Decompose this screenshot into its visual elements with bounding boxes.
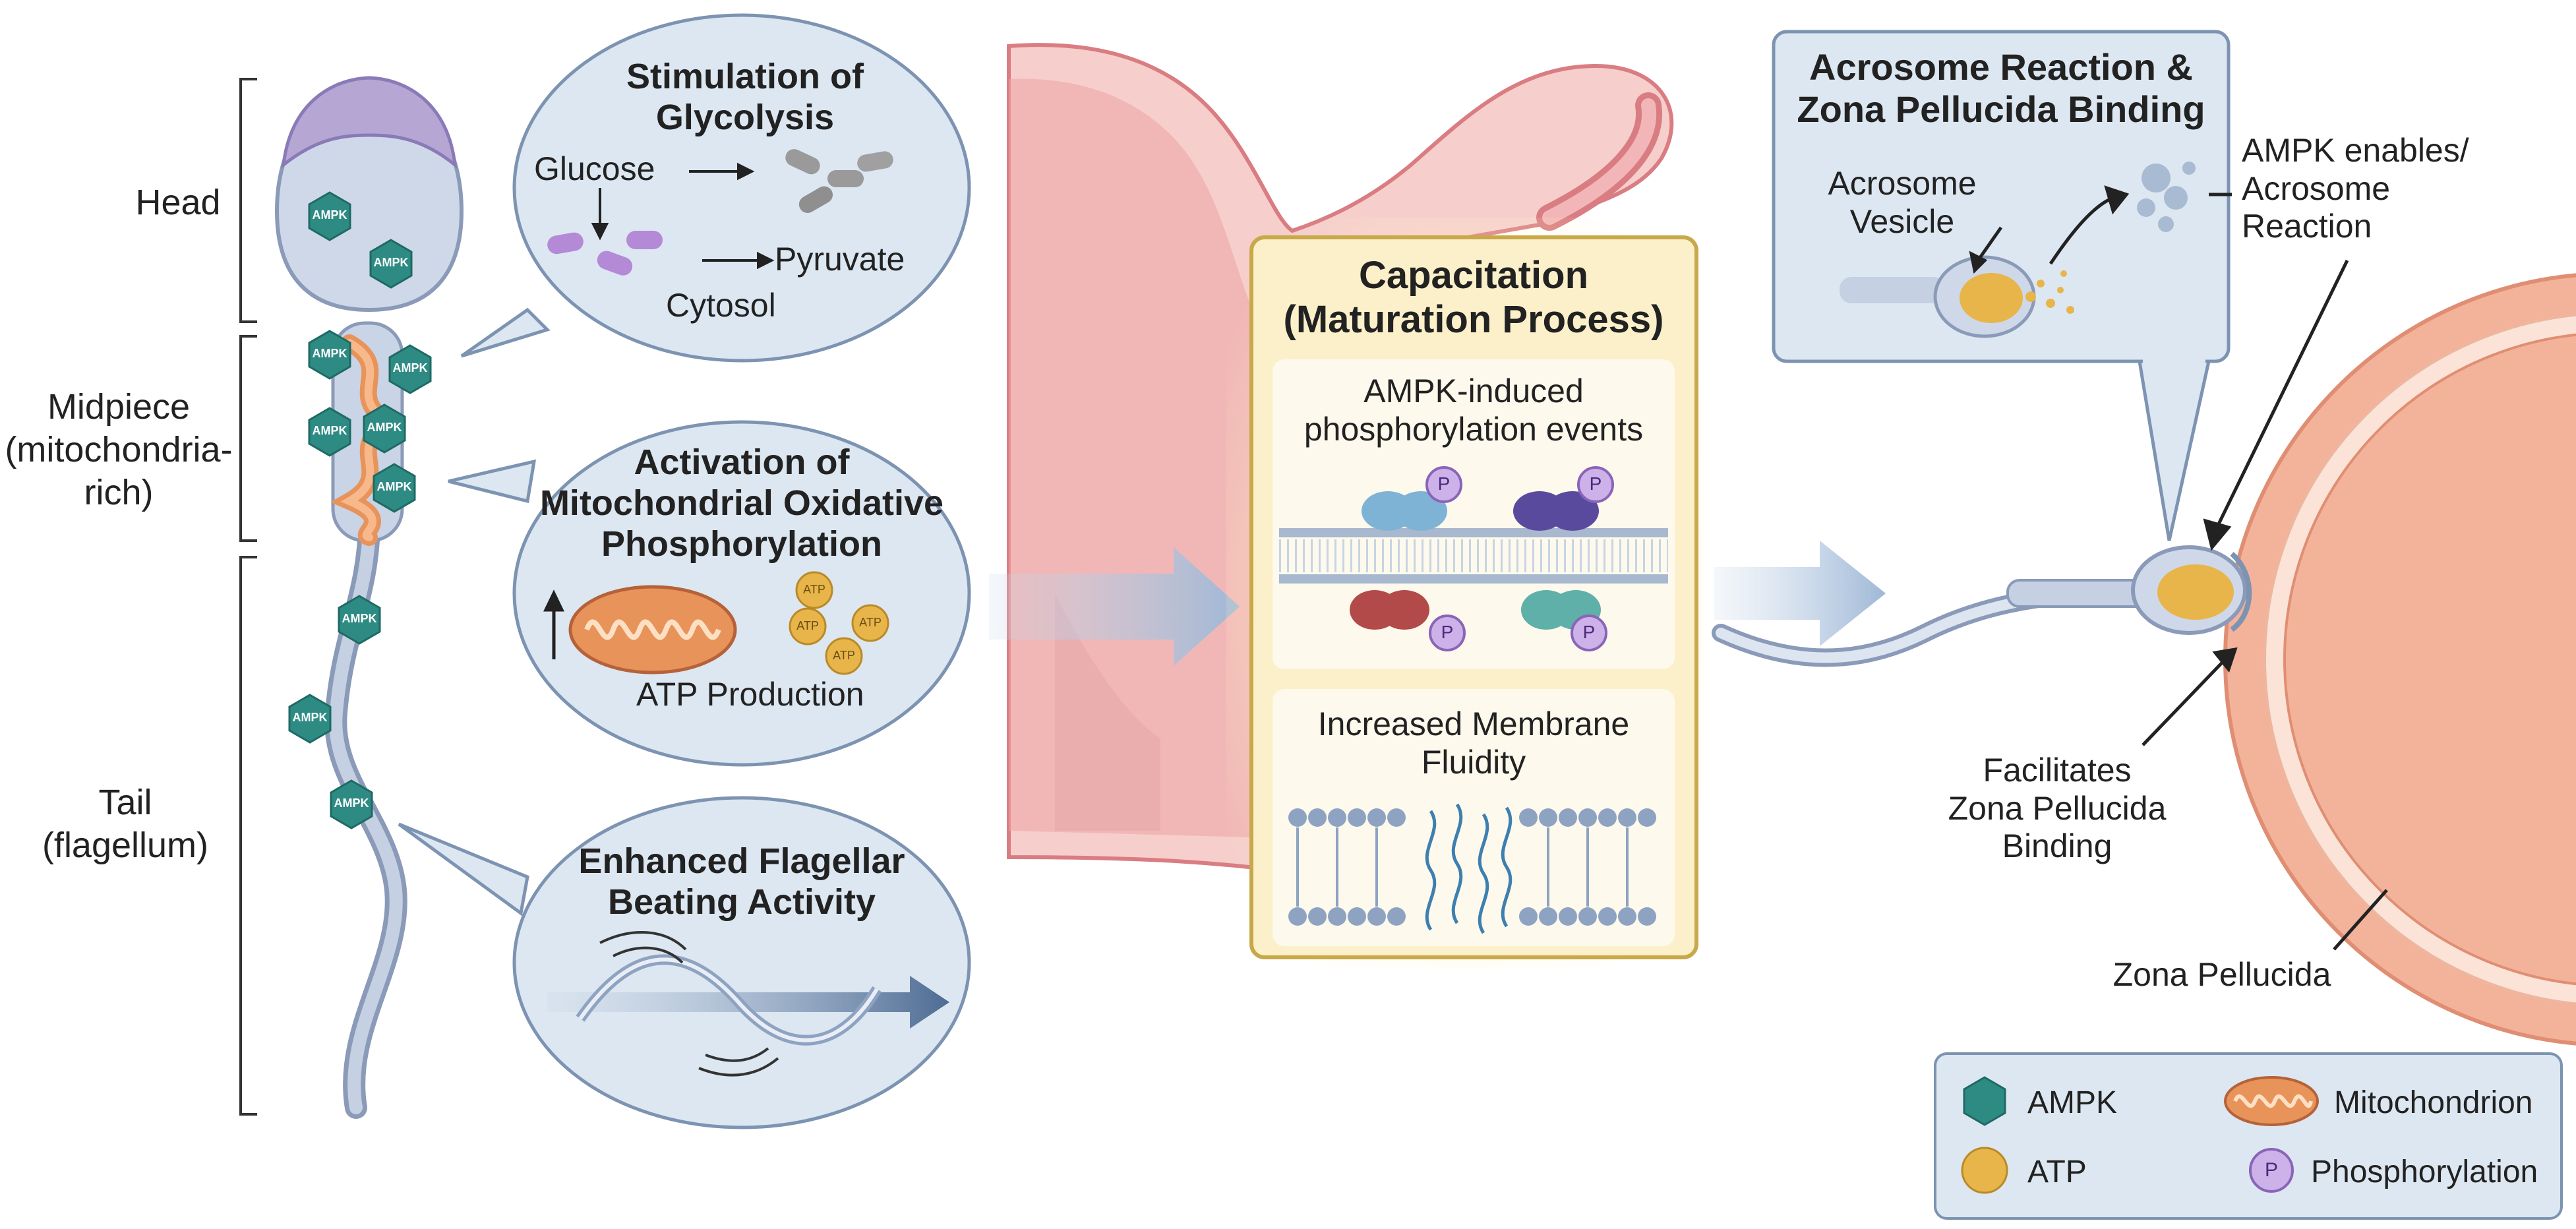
binding-line3: Binding bbox=[2002, 827, 2112, 864]
ampk-label: AMPK bbox=[367, 421, 402, 434]
egg-cell bbox=[2223, 273, 2576, 1046]
sperm-cell bbox=[274, 76, 464, 1119]
legend-phosphorylation-label: Phosphorylation bbox=[2311, 1154, 2538, 1189]
flagellar-title-line1: Enhanced Flagellar bbox=[578, 841, 905, 881]
atp-molecules bbox=[789, 571, 889, 675]
oxphos-bubble bbox=[448, 420, 971, 767]
zona-pellucida-label: Zona Pellucida bbox=[2112, 956, 2331, 993]
midpiece-line1: Midpiece bbox=[47, 387, 191, 427]
capacitation-title-line1: Capacitation bbox=[1358, 254, 1589, 297]
binding-line2: Zona Pellucida bbox=[1948, 789, 2167, 827]
legend-p-badge: P bbox=[2264, 1159, 2278, 1181]
midpiece-line2: (mitochondria- bbox=[5, 429, 233, 469]
glycolysis-title-line1: Stimulation of bbox=[626, 57, 864, 96]
released-enzymes-icon bbox=[2137, 162, 2196, 232]
flagellar-title: Enhanced Flagellar Beating Activity bbox=[547, 841, 936, 922]
tail-line2: (flagellum) bbox=[42, 825, 209, 865]
mitochondrion-icon bbox=[568, 585, 737, 674]
flow-arrow-to-capacitation bbox=[989, 547, 1240, 666]
ampk-label: AMPK bbox=[334, 796, 369, 810]
acrosome-vesicle-line1: Acrosome bbox=[1828, 165, 1977, 202]
acrosome-sperm-icon bbox=[1840, 255, 2074, 338]
acrosome-title-line1: Acrosome Reaction & bbox=[1809, 46, 2193, 88]
pyruvate-label: Pyruvate bbox=[775, 241, 905, 278]
p-badge-label: P bbox=[1582, 622, 1596, 642]
region-label-head: Head bbox=[135, 183, 221, 222]
glycolysis-title-line2: Glycolysis bbox=[655, 98, 835, 138]
ampk-enables-line1: AMPK enables/ bbox=[2242, 132, 2469, 169]
ampk-label: AMPK bbox=[312, 347, 347, 360]
ampk-enables-line3: Reaction bbox=[2242, 208, 2372, 245]
membrane-bilayer-2 bbox=[1288, 803, 1656, 934]
phospho-events-line2: phosphorylation events bbox=[1303, 410, 1644, 448]
cytosol-label: Cytosol bbox=[666, 287, 776, 324]
tail-line1: Tail bbox=[98, 783, 152, 822]
acrosome-title: Acrosome Reaction & Zona Pellucida Bindi… bbox=[1777, 46, 2225, 131]
atp-badge-label: ATP bbox=[796, 619, 819, 632]
flagellar-bubble bbox=[398, 796, 971, 1129]
flow-arrow-to-egg bbox=[1714, 541, 1886, 646]
ampk-label: AMPK bbox=[376, 480, 412, 493]
capacitation-title: Capacitation (Maturation Process) bbox=[1253, 254, 1694, 342]
wave-arrow-icon bbox=[547, 931, 949, 1077]
phosphate-badges bbox=[1425, 466, 1614, 651]
annotation-arrows bbox=[2142, 259, 2388, 951]
region-label-midpiece: Midpiece (mitochondria- rich) bbox=[0, 386, 237, 514]
membrane-fluidity-label: Increased Membrane Fluidity bbox=[1273, 705, 1675, 781]
membrane-fluidity-line2: Fluidity bbox=[1421, 743, 1526, 781]
legend-box bbox=[1934, 1052, 2563, 1220]
phospho-proteins bbox=[1350, 491, 1601, 630]
p-badge-label: P bbox=[1437, 473, 1451, 494]
atp-badge-label: ATP bbox=[833, 649, 855, 662]
p-badge-label: P bbox=[1589, 473, 1602, 494]
phospho-events-line1: AMPK-induced bbox=[1363, 373, 1584, 409]
legend-mitochondrion-label: Mitochondrion bbox=[2334, 1085, 2533, 1120]
capacitation-box bbox=[1226, 218, 1704, 969]
ampk-label: AMPK bbox=[312, 424, 347, 437]
ampk-label: AMPK bbox=[373, 256, 409, 269]
membrane-fluidity-line1: Increased Membrane bbox=[1317, 705, 1630, 742]
glucose-label: Glucose bbox=[534, 150, 655, 187]
legend-atp-label: ATP bbox=[2027, 1154, 2087, 1189]
glycolysis-title: Stimulation of Glycolysis bbox=[580, 56, 910, 138]
flagellar-title-line2: Beating Activity bbox=[607, 882, 876, 922]
region-label-tail: Tail (flagellum) bbox=[13, 781, 237, 867]
membrane-bilayer-1 bbox=[1279, 528, 1668, 584]
phospho-events-label: AMPK-induced phosphorylation events bbox=[1273, 373, 1675, 448]
glycolysis-bubble bbox=[460, 13, 971, 363]
acrosome-title-line2: Zona Pellucida Binding bbox=[1797, 88, 2205, 131]
ampk-label: AMPK bbox=[342, 612, 377, 625]
sperm-binding-egg bbox=[1712, 545, 2252, 667]
p-badge-label: P bbox=[1441, 622, 1454, 642]
capacitation-title-line2: (Maturation Process) bbox=[1283, 297, 1664, 341]
midpiece-line3: rich) bbox=[84, 472, 154, 512]
oxphos-title-line1: Activation of bbox=[634, 442, 850, 482]
ampk-label: AMPK bbox=[392, 361, 428, 375]
atp-badge-label: ATP bbox=[803, 583, 825, 596]
oxphos-title-line2: Mitochondrial Oxidative bbox=[539, 483, 944, 524]
glycolysis-molecules bbox=[547, 149, 893, 276]
binding-line1: Facilitates bbox=[1983, 752, 2132, 789]
legend-ampk-label: AMPK bbox=[2027, 1085, 2118, 1120]
oxphos-title-line3: Phosphorylation bbox=[601, 524, 882, 564]
region-brackets bbox=[239, 78, 257, 1116]
binding-label: Facilitates Zona Pellucida Binding bbox=[1925, 752, 2189, 866]
acrosome-vesicle-line2: Vesicle bbox=[1849, 202, 1955, 240]
ampk-enables-line2: Acrosome bbox=[2242, 169, 2391, 207]
acrosome-box bbox=[1772, 30, 2232, 541]
atp-badge-label: ATP bbox=[859, 616, 882, 629]
ampk-enables-label: AMPK enables/ Acrosome Reaction bbox=[2242, 132, 2545, 246]
ampk-label: AMPK bbox=[312, 208, 347, 222]
oxphos-title: Activation of Mitochondrial Oxidative Ph… bbox=[524, 442, 959, 564]
atp-production-label: ATP Production bbox=[636, 676, 864, 713]
acrosome-vesicle-label: Acrosome Vesicle bbox=[1793, 165, 2011, 241]
ampk-label: AMPK bbox=[292, 711, 328, 724]
